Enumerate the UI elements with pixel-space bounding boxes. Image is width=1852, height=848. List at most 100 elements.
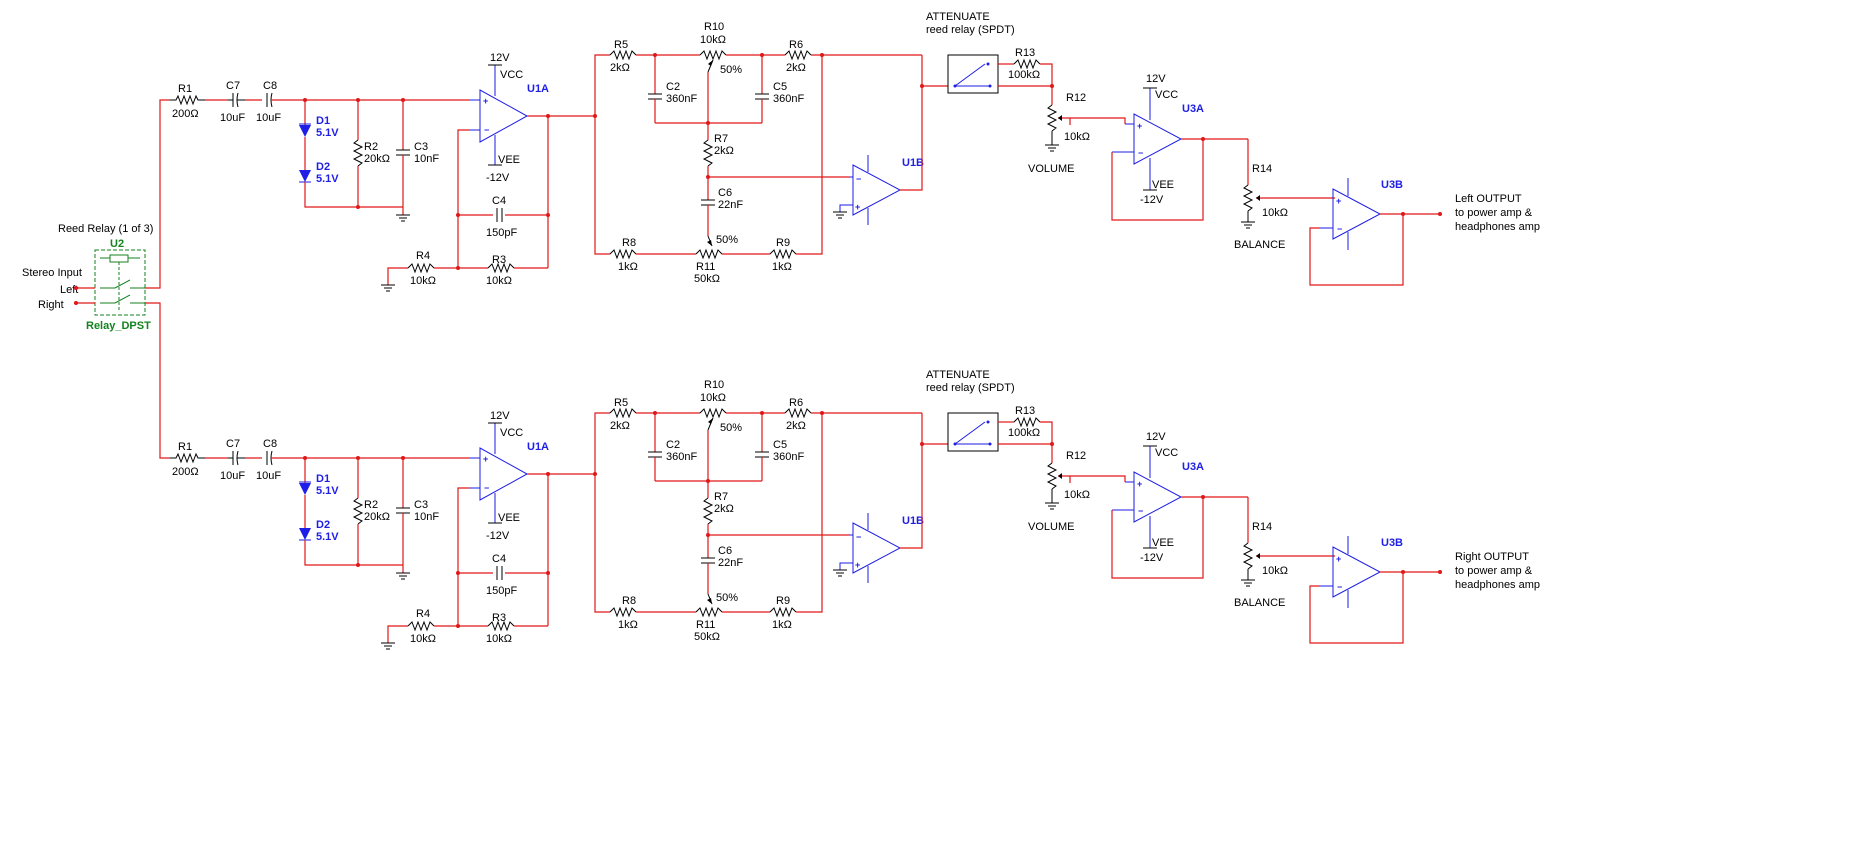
u3b-opamp: [1332, 546, 1382, 598]
attenuate-reed-relay: [947, 54, 999, 94]
c2-value: 360nF: [666, 451, 697, 463]
c3-ref: C3: [414, 499, 428, 511]
output-sublabel-1: to power amp &: [1455, 565, 1533, 577]
d1-value: 5.1V: [316, 127, 339, 139]
r10-position: 50%: [720, 64, 742, 76]
r1-resistor: [170, 452, 205, 464]
u3a-vcc-value: 12V: [1146, 431, 1166, 443]
left-input-terminal: [74, 286, 78, 290]
svg-text:−: −: [1337, 582, 1342, 592]
u1a-vcc-value: 12V: [490, 410, 510, 422]
u1b-ref: U1B: [902, 515, 924, 527]
svg-text:−: −: [1337, 224, 1342, 234]
r2-resistor: [352, 497, 364, 525]
output-sublabel-2: headphones amp: [1455, 221, 1540, 233]
u1a-ref: U1A: [527, 441, 549, 453]
r12-volume-potentiometer: [1046, 462, 1058, 490]
u3a-ref: U3A: [1182, 461, 1204, 473]
c4-ref: C4: [492, 553, 506, 565]
u3b-opamp: [1332, 188, 1382, 240]
r11-potentiometer: [695, 606, 723, 618]
r14-balance-potentiometer: [1242, 542, 1254, 570]
r1-ref: R1: [178, 83, 192, 95]
r9-value: 1kΩ: [772, 619, 792, 631]
r6-ref: R6: [789, 39, 803, 51]
r13-value: 100kΩ: [1008, 427, 1040, 439]
r11-ref: R11: [696, 261, 715, 273]
balance-label: BALANCE: [1234, 239, 1285, 251]
u1b-ref: U1B: [902, 157, 924, 169]
r10-position: 50%: [720, 422, 742, 434]
output-terminal: [1438, 570, 1442, 574]
r7-resistor: [702, 497, 714, 525]
r11-value: 50kΩ: [694, 631, 720, 643]
c6-ref: C6: [718, 545, 732, 557]
svg-text:+: +: [483, 454, 488, 464]
d1-ref: D1: [316, 473, 330, 485]
d2-ref: D2: [316, 519, 330, 531]
r6-value: 2kΩ: [786, 62, 806, 74]
r4-ref: R4: [416, 250, 430, 262]
r4-value: 10kΩ: [410, 633, 436, 645]
r10-value: 10kΩ: [700, 34, 726, 46]
svg-text:+: +: [855, 202, 860, 212]
svg-text:+: +: [1336, 196, 1341, 206]
r9-resistor: [769, 248, 797, 260]
right-input-terminal: [74, 301, 78, 305]
r3-ref: R3: [492, 612, 506, 624]
r9-ref: R9: [776, 595, 790, 607]
r1-ref: R1: [178, 441, 192, 453]
c2-value: 360nF: [666, 93, 697, 105]
u1a-vee-label: VEE: [498, 512, 520, 524]
u3a-opamp: [1133, 113, 1183, 165]
c7-value: 10uF: [220, 112, 245, 124]
c3-value: 10nF: [414, 153, 439, 165]
u3a-vcc-label: VCC: [1155, 89, 1178, 101]
r14-ref: R14: [1252, 163, 1272, 175]
c8-ref: C8: [263, 80, 277, 92]
svg-text:+: +: [1137, 479, 1142, 489]
c6-ref: C6: [718, 187, 732, 199]
r7-ref: R7: [714, 133, 728, 145]
r6-ref: R6: [789, 397, 803, 409]
u1a-vcc-label: VCC: [500, 427, 523, 439]
r11-position: 50%: [716, 234, 738, 246]
r12-ref: R12: [1066, 92, 1086, 104]
u3a-vee-value: -12V: [1140, 194, 1164, 206]
r11-ref: R11: [696, 619, 715, 631]
r8-resistor: [609, 248, 637, 260]
u1a-vcc-label: VCC: [500, 69, 523, 81]
r12-volume-potentiometer: [1046, 104, 1058, 132]
attenuate-label: ATTENUATE: [926, 11, 990, 23]
r13-resistor: [1013, 58, 1041, 70]
d2-zener-diode: [299, 170, 311, 182]
r7-ref: R7: [714, 491, 728, 503]
r8-value: 1kΩ: [618, 619, 638, 631]
r11-value: 50kΩ: [694, 273, 720, 285]
c5-value: 360nF: [773, 93, 804, 105]
svg-text:−: −: [856, 532, 861, 542]
relay-part: Relay_DPST: [86, 320, 151, 332]
r4-value: 10kΩ: [410, 275, 436, 287]
r12-value: 10kΩ: [1064, 131, 1090, 143]
c8-ref: C8: [263, 438, 277, 450]
output-terminal: [1438, 212, 1442, 216]
r11-position: 50%: [716, 592, 738, 604]
output-label: Left OUTPUT: [1455, 193, 1522, 205]
c4-value: 150pF: [486, 585, 517, 597]
volume-label: VOLUME: [1028, 163, 1074, 175]
r6-resistor: [784, 49, 812, 61]
r8-value: 1kΩ: [618, 261, 638, 273]
d1-zener-diode: [299, 483, 311, 495]
r1-value: 200Ω: [172, 466, 199, 478]
u1a-ref: U1A: [527, 83, 549, 95]
r13-ref: R13: [1015, 47, 1035, 59]
attenuate-label: ATTENUATE: [926, 369, 990, 381]
svg-text:−: −: [1138, 148, 1143, 158]
u3b-ref: U3B: [1381, 179, 1403, 191]
d1-ref: D1: [316, 115, 330, 127]
c2-ref: C2: [666, 81, 680, 93]
r11-potentiometer: [695, 248, 723, 260]
d2-ref: D2: [316, 161, 330, 173]
